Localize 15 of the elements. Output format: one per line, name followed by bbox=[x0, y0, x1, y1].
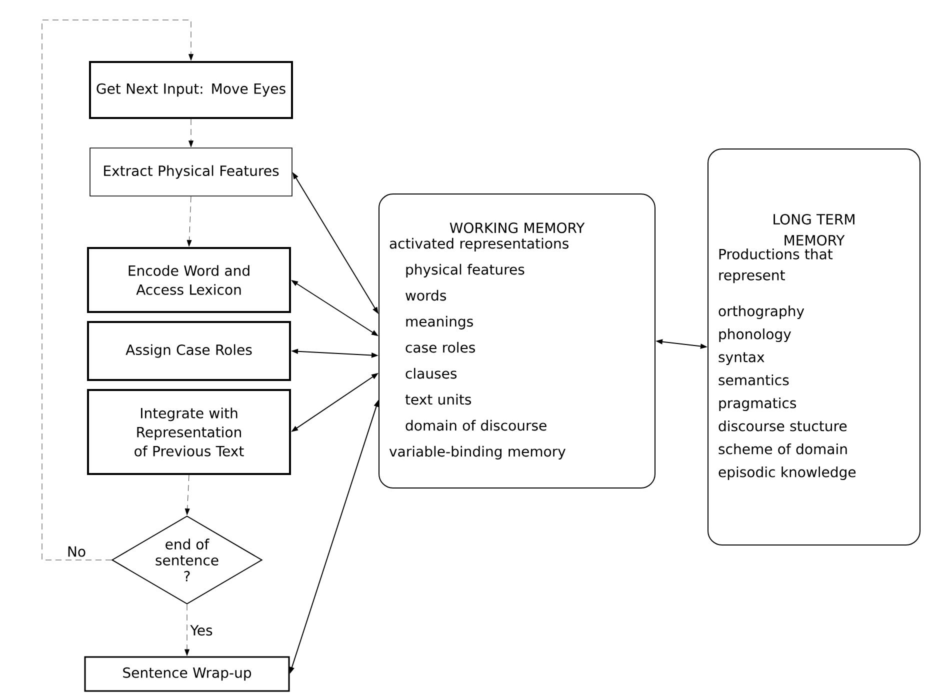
arrow bbox=[184, 474, 190, 516]
memory-box: WORKING MEMORY activated representations physical features words meanings case roles clauses text units domain of discourse variable-binding memory bbox=[378, 194, 656, 488]
arrow bbox=[184, 604, 190, 656]
arrow bbox=[188, 118, 194, 148]
arrow bbox=[186, 196, 192, 247]
process-box: Integrate with Representation of Previous Text bbox=[87, 389, 291, 475]
process-box: Encode Word and Access Lexicon bbox=[87, 247, 291, 313]
process-box: Sentence Wrap-up bbox=[84, 656, 290, 692]
process-box: Assign Case Roles bbox=[87, 321, 291, 381]
memory-box: LONG TERM MEMORY Productions that represent orthography phonology syntax semantics pragmatics discourse stucture scheme of domain episodic knowledge bbox=[708, 148, 920, 546]
edge-label: Yes bbox=[190, 625, 212, 636]
arrow bbox=[42, 20, 194, 560]
process-box: Extract Physical Features bbox=[90, 148, 292, 196]
process-box: Get Next Input: Move Eyes bbox=[89, 61, 293, 119]
edge-label: No bbox=[68, 546, 86, 557]
